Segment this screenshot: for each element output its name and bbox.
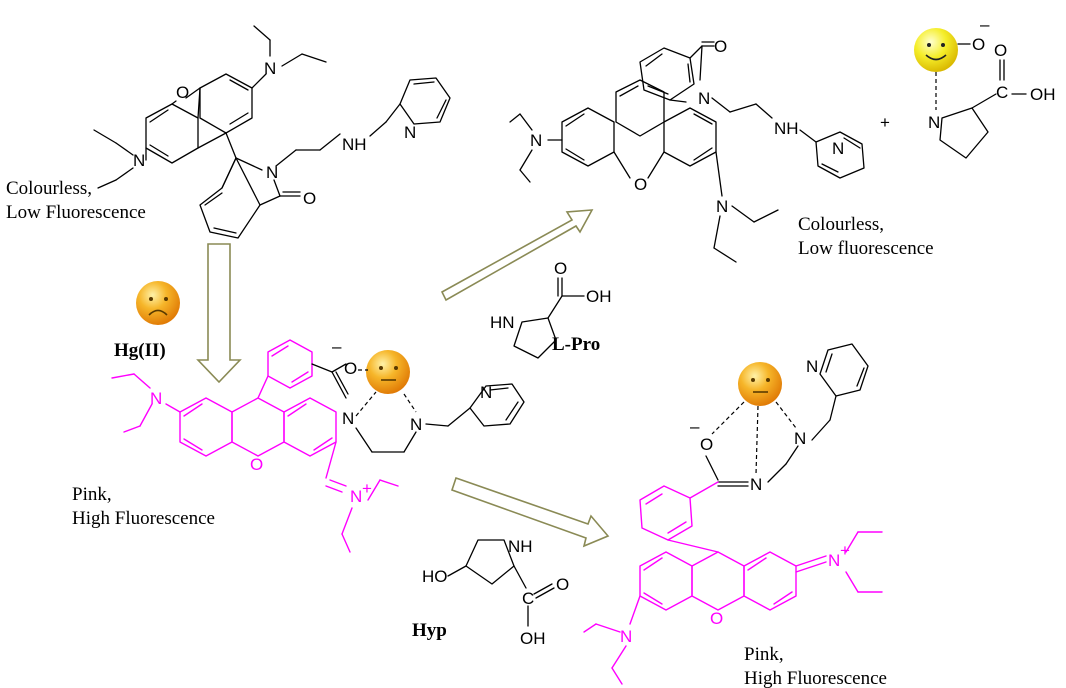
caption-bottom-right-line1: Pink, [744,644,784,665]
xanthene-oxygen-top-right: O [634,175,647,194]
proline-n-complex: N [928,113,940,132]
neutral-face-icon [366,350,410,394]
amine-n-bottom-left: N [620,627,632,646]
lactam-n-top-right: N [698,89,710,108]
xanthene-oxygen-middle: O [250,455,263,474]
carboxylate-o-complex: O [972,35,985,54]
down-right-arrow [450,476,610,548]
proline-molecule: HN O OH [490,259,612,359]
hyp-ho: HO [422,567,448,586]
caption-top-left-line2: Low Fluorescence [6,202,146,223]
amide-n-bottom: N [750,475,762,494]
lactam-n-top-left: N [266,163,278,182]
amine-n-top-right-left: N [530,131,542,150]
amine-nh-top-right: NH [774,119,799,138]
iminium-n-bottom: N [828,551,840,570]
open-sensor-complex-bottom-right: O – N N N O N + [583,343,883,685]
amine-n-top: N [264,59,276,78]
iminium-plus-middle: + [362,479,372,498]
amine-n-middle-right: N [410,415,422,434]
closed-sensor-molecule-top-right: O N O N N NH [509,37,865,263]
closed-sensor-molecule-top-left: O N N N O NH [93,25,451,239]
amine-n-middle-left: N [150,389,162,408]
caption-top-right-line1: Colourless, [798,214,884,235]
proline-carbonyl-o: O [554,259,567,278]
caption-top-left-line1: Colourless, [6,178,92,199]
caption-middle-left-line1: Pink, [72,484,112,505]
amide-o-bottom: O [700,435,713,454]
proline-hn: HN [490,313,515,332]
hyp-nh: NH [508,537,533,556]
pyridine-n-top-left: N [404,123,416,142]
lpro-label: L-Pro [552,334,600,355]
iminium-plus-bottom: + [840,541,850,560]
open-sensor-complex-middle: O N N + N O – N [111,337,525,553]
plus-sign: + [880,113,890,132]
hyp-carboxyl-c: C [522,589,534,608]
lactam-o-top-right: O [714,37,727,56]
carboxyl-oh-complex: OH [1030,85,1056,104]
caption-middle-left-line2: High Fluorescence [72,508,215,529]
pyridine-n-bottom: N [806,357,818,376]
amine-n-top-right-bottom: N [716,197,728,216]
neutral-face-icon-bottom [738,362,782,406]
hyp-oh: OH [520,629,546,648]
sad-face-icon [136,281,180,325]
pyridine-n-middle: N [480,383,492,402]
hg-proline-complex: O – N C O OH [914,15,1056,159]
amine-n-bottom: N [794,429,806,448]
carboxyl-c-complex: C [996,83,1008,102]
hydroxyproline-molecule: HO NH C O OH [422,537,569,648]
hg-label: Hg(II) [114,340,166,361]
caption-bottom-right-line2: High Fluorescence [744,668,887,688]
proline-oh: OH [586,287,612,306]
amine-n-left: N [133,151,145,170]
pyridine-n-top-right: N [832,139,844,158]
minus-charge-middle: – [332,337,342,356]
amine-nh-top-left: NH [342,135,367,154]
iminium-n-middle: N [350,487,362,506]
smiley-face-icon [914,28,958,72]
hyp-label: Hyp [412,620,447,641]
hyp-carboxyl-o: O [556,575,569,594]
minus-charge-complex: – [980,15,990,34]
carboxyl-o-complex: O [994,41,1007,60]
xanthene-oxygen-bottom: O [710,609,723,628]
up-right-arrow [440,209,594,302]
xanthene-oxygen: O [176,83,189,102]
amide-o-middle: O [344,359,357,378]
caption-top-right-line2: Low fluorescence [798,238,934,259]
lactam-o-top-left: O [303,189,316,208]
down-arrow [196,243,242,384]
minus-charge-bottom: – [690,417,700,436]
amide-n-middle: N [342,409,354,428]
